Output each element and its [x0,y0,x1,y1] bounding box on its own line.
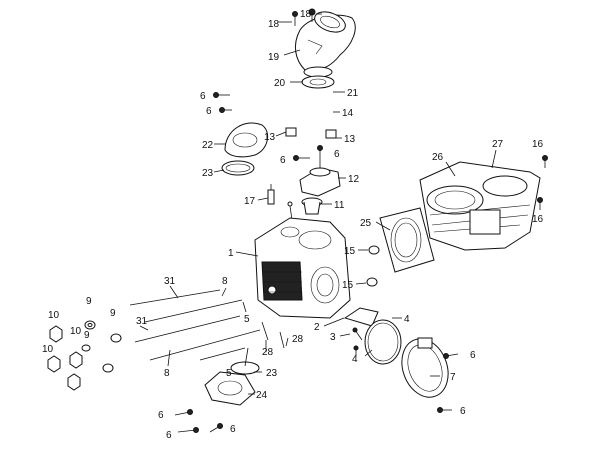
washers-and-nuts [47,320,122,391]
thermostat [301,197,323,215]
callout-24: 24 [256,390,268,401]
callout-10a: 10 [48,310,60,321]
callout-22: 22 [202,140,214,151]
callout-23b: 23 [266,368,278,379]
callout-6h: 6 [166,430,172,441]
callout-6b: 6 [206,106,212,117]
bolts-upper-left [213,92,232,113]
callout-13b: 13 [344,134,356,145]
callout-3: 3 [330,332,336,343]
callout-5a: 5 [244,314,250,325]
callout-labels: 18 18 19 20 21 14 6 6 13 13 22 23 6 6 12… [42,9,544,441]
callout-20: 20 [274,78,286,89]
cylinder-head [254,217,351,319]
callout-8b: 8 [164,368,170,379]
callout-6d: 6 [334,149,340,160]
callout-2: 2 [314,322,320,333]
callout-10b: 10 [70,326,82,337]
callout-4b: 4 [352,354,358,365]
seal-ring-group [343,307,402,365]
short-studs [261,321,285,349]
exhaust-flange [204,361,260,406]
callout-15b: 15 [342,280,354,291]
callout-6f: 6 [460,406,466,417]
callout-1: 1 [228,248,234,259]
small-bolts-mid [352,327,363,356]
callout-9a: 9 [86,296,92,307]
temperature-sensor [267,184,293,221]
callout-18b: 18 [300,9,312,20]
dowel-pins [366,245,380,287]
callout-16a: 16 [532,139,544,150]
cap-and-oring [221,122,269,176]
callout-31b: 31 [136,316,148,327]
callout-19: 19 [268,52,280,63]
callout-6c: 6 [280,155,286,166]
side-cover [401,337,449,398]
callout-28b: 28 [292,334,304,345]
callout-14: 14 [342,108,354,119]
callout-12: 12 [348,174,360,185]
callout-9c: 9 [110,308,116,319]
callout-28a: 28 [262,347,274,358]
long-studs [129,289,261,361]
callout-4a: 4 [404,314,410,325]
callout-6e: 6 [470,350,476,361]
callout-5b: 5 [226,368,232,379]
callout-11: 11 [334,200,345,211]
callout-17: 17 [244,196,256,207]
callout-7: 7 [450,372,456,383]
callout-31a: 31 [164,276,176,287]
cylinder-gasket [379,207,435,273]
intake-manifold-assembly [292,8,356,89]
leader-lines [139,13,497,395]
callout-21: 21 [347,88,359,99]
thermostat-housing [293,145,341,197]
callout-10c: 10 [42,344,54,355]
callout-23a: 23 [202,168,214,179]
callout-26: 26 [432,152,444,163]
callout-25: 25 [360,218,372,229]
hose-part [286,94,334,131]
callout-16b: 16 [532,214,544,225]
callout-15a: 15 [344,246,356,257]
callout-6a: 6 [200,91,206,102]
cylinder-block [419,161,541,251]
bolts-bottom [174,353,459,433]
callout-6g: 6 [158,410,164,421]
callout-9b: 9 [84,330,90,341]
callout-27: 27 [492,139,504,150]
callout-8a: 8 [222,276,228,287]
callout-13a: 13 [264,132,276,143]
callout-6i: 6 [230,424,236,435]
hose-clamps [285,127,337,139]
studs-right [537,155,548,210]
callout-18a: 18 [268,19,280,30]
